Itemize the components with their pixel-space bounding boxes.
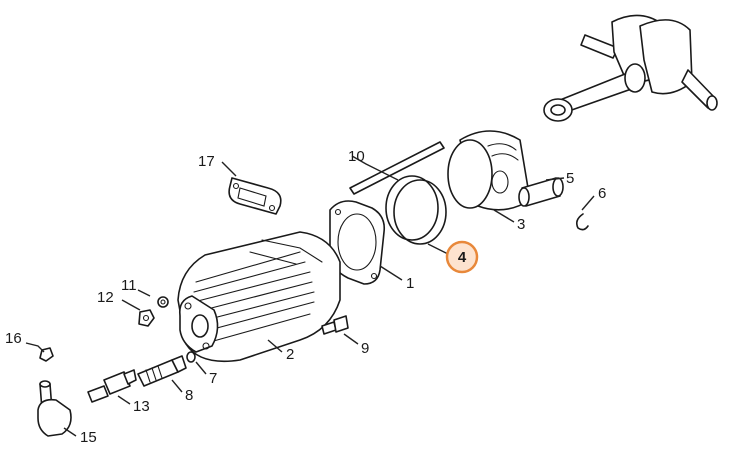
callout-6: 6: [598, 185, 606, 202]
leader-lines: [25, 155, 595, 437]
screw[interactable]: [321, 315, 349, 335]
circlip[interactable]: [576, 213, 589, 231]
nut[interactable]: [138, 309, 155, 327]
callout-7: 7: [209, 370, 217, 387]
callout-11: 11: [121, 277, 137, 294]
spark-plug-boot[interactable]: [37, 380, 72, 437]
callout-13: 13: [133, 398, 150, 415]
callout-17: 17: [198, 153, 215, 170]
small-gasket[interactable]: [228, 177, 282, 215]
callout-10: 10: [348, 148, 365, 165]
callout-2: 2: [286, 346, 294, 363]
callout-12: 12: [97, 289, 114, 306]
callout-3: 3: [517, 216, 525, 233]
callout-5: 5: [566, 170, 574, 187]
callout-4-highlight[interactable]: 4: [445, 240, 479, 274]
piston-rings[interactable]: [385, 175, 447, 245]
callout-15: 15: [80, 429, 97, 446]
callout-4: 4: [458, 249, 467, 266]
wrist-pin-rod[interactable]: [349, 141, 445, 195]
cylinder[interactable]: [177, 231, 341, 363]
callout-8: 8: [185, 387, 193, 404]
callout-1: 1: [406, 275, 414, 292]
piston[interactable]: [447, 130, 531, 211]
spark-plug[interactable]: [87, 369, 137, 403]
decompression-valve[interactable]: [137, 355, 187, 387]
callout-9: 9: [361, 340, 369, 357]
highlight-circle: [445, 240, 479, 274]
crankshaft[interactable]: [543, 14, 718, 122]
callout-16: 16: [5, 330, 22, 347]
sealing-ring[interactable]: [186, 351, 196, 363]
washer[interactable]: [157, 296, 169, 308]
